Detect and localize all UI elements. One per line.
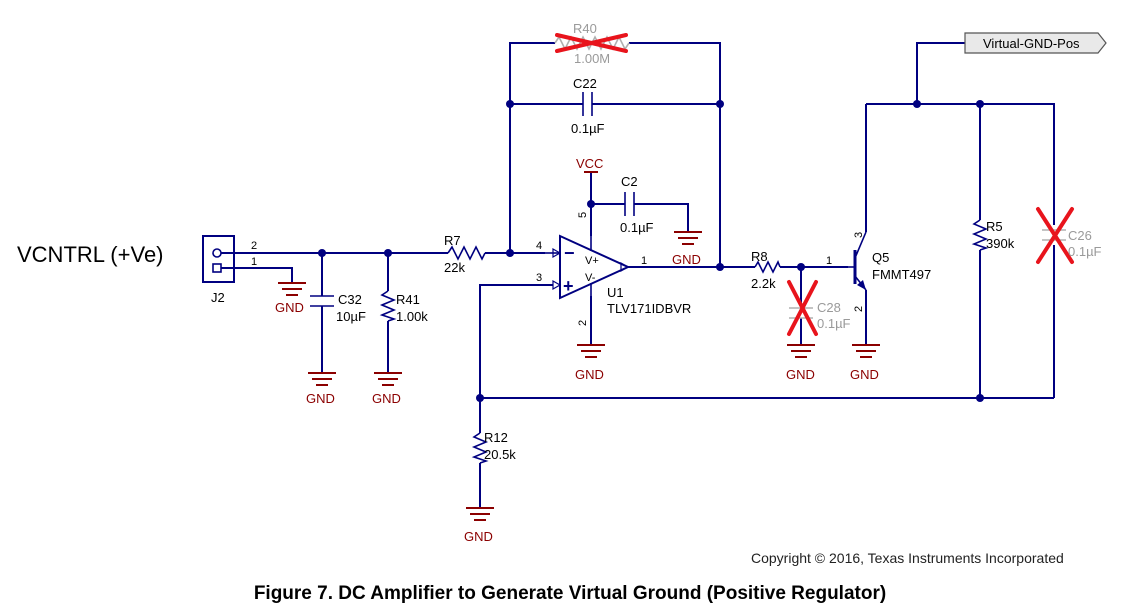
resistor-r8 (754, 260, 781, 274)
opamp-u1 (545, 234, 631, 300)
gnd-label-j2: GND (275, 300, 304, 315)
u1-plus-sign: + (563, 276, 574, 296)
c2-value: 0.1µF (620, 220, 654, 235)
c2-ref: C2 (621, 174, 638, 189)
u1-minus-sign: − (564, 243, 575, 263)
r7-value: 22k (444, 260, 465, 275)
removal-mark-c26 (1036, 207, 1074, 264)
r40-ref: R40 (573, 21, 597, 36)
vctrl-label: VCNTRL (+Ve) (17, 242, 164, 267)
gnd-label-r41: GND (372, 391, 401, 406)
capacitor-c22 (582, 92, 593, 116)
c22-value: 0.1µF (571, 121, 605, 136)
u1-pin5: 5 (577, 212, 589, 218)
copyright-notice: Copyright © 2016, Texas Instruments Inco… (751, 550, 1064, 566)
j2-ref: J2 (211, 290, 225, 305)
gnd-label-u1: GND (575, 367, 604, 382)
u1-pin2: 2 (577, 320, 589, 326)
ground-symbols (278, 231, 880, 521)
resistor-r12 (471, 432, 489, 464)
capacitor-c32 (310, 295, 334, 307)
r41-ref: R41 (396, 292, 420, 307)
q5-pin2: 2 (853, 306, 865, 312)
gnd-label-c2: GND (672, 252, 701, 267)
r12-ref: R12 (484, 430, 508, 445)
c22-ref: C22 (573, 76, 597, 91)
gnd-label-r12: GND (464, 529, 493, 544)
figure-caption: Figure 7. DC Amplifier to Generate Virtu… (253, 583, 887, 604)
c32-ref: C32 (338, 292, 362, 307)
u1-pin1: 1 (641, 255, 647, 267)
text-labels: VCNTRL (+Ve) J2 2 1 GND C32 10µF R41 1.0… (17, 21, 1102, 544)
connector-j2 (202, 235, 235, 283)
r41-value: 1.00k (396, 309, 428, 324)
r5-ref: R5 (986, 219, 1003, 234)
u1-pin3: 3 (536, 272, 542, 284)
c26-ref: C26 (1068, 228, 1092, 243)
r12-value: 20.5k (484, 447, 516, 462)
j2-pin2: 2 (251, 240, 257, 252)
q5-value: FMMT497 (872, 267, 931, 282)
c28-ref: C28 (817, 300, 841, 315)
resistor-r41 (379, 290, 397, 322)
gnd-label-q5: GND (850, 367, 879, 382)
u1-value: TLV171IDBVR (607, 301, 691, 316)
capacitor-c2 (624, 192, 635, 216)
u1-pin4: 4 (536, 240, 542, 252)
r5-value: 390k (986, 236, 1015, 251)
gnd-label-c32: GND (306, 391, 335, 406)
r40-value: 1.00M (574, 51, 610, 66)
wires (221, 42, 1055, 508)
q5-ref: Q5 (872, 250, 889, 265)
j2-pin1: 1 (251, 256, 257, 268)
vcc-label: VCC (576, 156, 603, 171)
gnd-label-c28: GND (786, 367, 815, 382)
resistor-r5 (971, 219, 989, 251)
resistor-r7 (447, 245, 486, 261)
q5-pin3: 3 (853, 232, 865, 238)
r8-value: 2.2k (751, 276, 776, 291)
u1-vminus: V- (585, 272, 596, 284)
c32-value: 10µF (336, 309, 366, 324)
junction-dots (318, 100, 984, 402)
u1-ref: U1 (607, 285, 624, 300)
net-label-virtual-gnd-pos (964, 32, 1107, 54)
r7-ref: R7 (444, 233, 461, 248)
removal-mark-r40 (555, 33, 628, 53)
q5-pin1: 1 (826, 255, 832, 267)
u1-vplus: V+ (585, 255, 599, 267)
c26-value: 0.1µF (1068, 244, 1102, 259)
net-label-text: Virtual-GND-Pos (983, 36, 1080, 51)
transistor-q5 (848, 231, 867, 291)
c28-value: 0.1µF (817, 316, 851, 331)
r8-ref: R8 (751, 249, 768, 264)
schematic: VCNTRL (+Ve) J2 2 1 GND C32 10µF R41 1.0… (17, 21, 1107, 544)
removal-mark-c28 (787, 280, 818, 336)
